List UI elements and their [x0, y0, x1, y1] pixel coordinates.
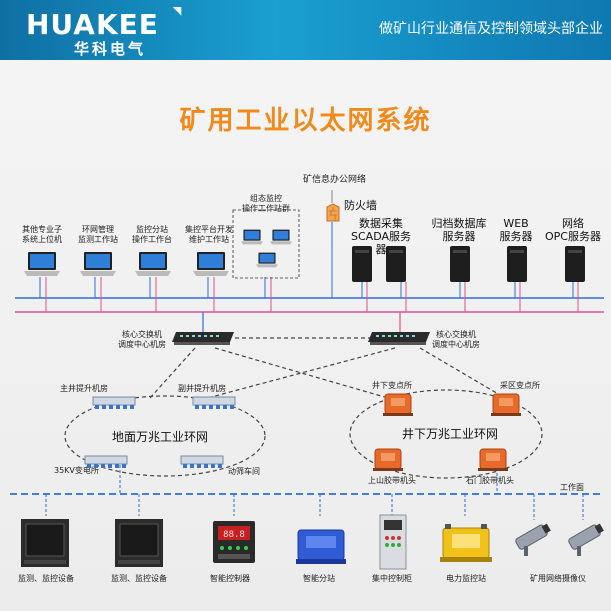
workstation-label: 其他专业子 系统上位机 [22, 225, 62, 244]
ring-switch-icon [84, 455, 128, 468]
device-label: 集中控制柜 [372, 574, 412, 583]
work-face-label: 工作面 [560, 483, 584, 492]
header-banner: HUAKEE 华科电气 做矿山行业通信及控制领域头部企业 [0, 0, 611, 60]
server-label: WEB 服务器 [499, 217, 533, 244]
core-switch-label: 核心交换机 调度中心机房 [432, 330, 480, 349]
surface-node-label: 主井提升机房 [60, 384, 108, 393]
device-label: 智能分站 [303, 574, 335, 583]
laptop-icon [270, 229, 292, 245]
surface-ring-name: 地面万兆工业环网 [112, 430, 209, 444]
server-tower-icon [507, 246, 527, 282]
workstation-label: 监控分站 操作工作台 [132, 225, 172, 244]
smart-controller-icon: 88.8 [213, 521, 255, 563]
laptop-icon [135, 252, 171, 276]
device-label: 监测、监控设备 [18, 574, 74, 583]
surface-node-label: 35KV变电所 [54, 466, 99, 475]
firewall-label: 防火墙 [344, 199, 377, 212]
core-switch-icon [172, 332, 234, 345]
slogan: 做矿山行业通信及控制领域头部企业 [379, 21, 603, 37]
logo-mark-icon [172, 7, 182, 16]
workstation-label: 环网管理 监测工作站 [78, 225, 118, 244]
mine-switch-box-icon [373, 448, 403, 471]
power-monitor-station-icon [440, 524, 492, 562]
device-label: 监测、监控设备 [111, 574, 167, 583]
workstation-label: 集控平台开发 维护工作站 [185, 225, 233, 244]
surface-node-label: 动筛车间 [228, 467, 260, 476]
monitor-cabinet-icon [21, 519, 69, 567]
laptop-icon [193, 252, 229, 276]
firewall-icon [326, 203, 340, 222]
logo-chinese-name: 华科电气 [74, 40, 147, 58]
underground-node-label: 上山胶带机头 [368, 476, 416, 485]
smart-substation-icon [296, 529, 346, 564]
server-tower-icon [565, 246, 585, 282]
laptop-icon [80, 252, 116, 276]
network-camera-icon [568, 523, 604, 556]
logo-wordmark: HUAKEE [26, 8, 159, 41]
underground-node-label: 井下变点所 [372, 381, 412, 390]
laptop-icon [241, 229, 263, 245]
control-cabinet-icon [379, 514, 407, 570]
mine-switch-box-icon [383, 393, 413, 416]
mine-switch-box-icon [478, 448, 508, 471]
surface-node-label: 副井提升机房 [178, 384, 226, 393]
mine-switch-box-icon [491, 393, 521, 416]
server-label: 网络 OPC服务器 [545, 217, 601, 244]
laptop-icon [24, 252, 60, 276]
workstation-group-label: 组态监控 操作工作站群 [242, 194, 290, 213]
underground-ring-name: 井下万兆工业环网 [402, 427, 499, 441]
device-label: 电力监控站 [446, 574, 486, 583]
ring-switch-icon [180, 455, 224, 468]
core-switch-label: 核心交换机 调度中心机房 [118, 330, 166, 349]
svg-text:88.8: 88.8 [223, 530, 245, 540]
server-tower-icon [450, 246, 470, 282]
ring-switch-icon [192, 396, 236, 409]
server-tower-icon [352, 246, 406, 282]
ring-switch-icon [92, 396, 136, 409]
network-camera-icon [515, 523, 551, 556]
device-label: 矿用网络摄像仪 [530, 574, 586, 583]
diagram-title: 矿用工业以太网系统 [179, 106, 432, 136]
server-label: 数据采集 SCADA服务器 [351, 217, 411, 257]
laptop-icon [256, 252, 278, 268]
core-switch-icon [368, 332, 430, 345]
office-network-label: 矿信息办公网络 [303, 175, 367, 185]
underground-node-label: 石门胶带机头 [466, 476, 514, 485]
monitor-cabinet-icon [115, 519, 163, 567]
underground-node-label: 采区变点所 [500, 381, 540, 390]
server-label: 归档数据库 服务器 [431, 217, 487, 244]
device-label: 智能控制器 [210, 574, 250, 583]
